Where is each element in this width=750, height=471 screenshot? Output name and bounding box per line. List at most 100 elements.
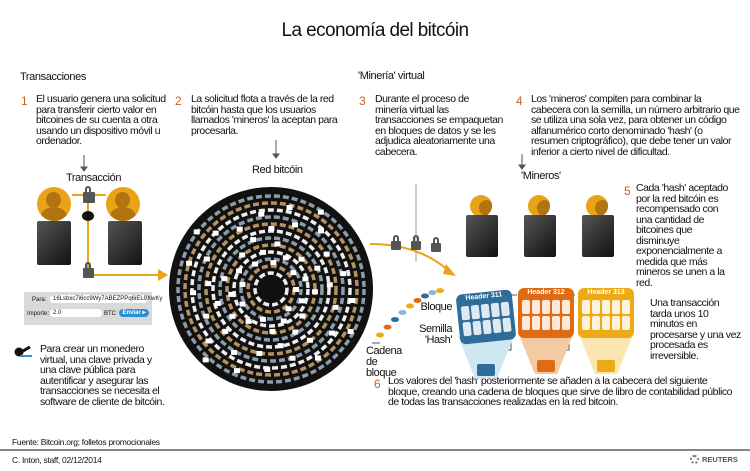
send-button[interactable]: Enviar ▸ — [119, 309, 149, 317]
lock-icon — [256, 350, 263, 356]
lock-icon — [202, 357, 209, 363]
lock-icon — [298, 298, 305, 304]
lock-icon — [280, 318, 287, 324]
lock-icon — [250, 237, 257, 243]
sender-avatar — [37, 187, 71, 221]
data-block: Header 312 — [518, 288, 574, 338]
keys-icon — [82, 211, 94, 221]
lock-icon — [222, 328, 229, 334]
data-block: Header 311 — [455, 289, 517, 345]
lock-icon — [274, 241, 281, 247]
network-ring — [190, 208, 352, 370]
bitcoin-network-graphic — [169, 187, 373, 391]
to-label: Para: — [32, 297, 47, 303]
lock-icon — [205, 281, 212, 287]
lock-icon — [233, 368, 240, 374]
lock-icon — [292, 222, 299, 228]
lock-icon — [323, 251, 330, 257]
page-title: La economía del bitcóin — [281, 20, 469, 41]
lock-icon — [236, 226, 243, 232]
lock-icon — [212, 230, 219, 236]
data-block: Header 313 — [578, 288, 634, 338]
miner-computer — [466, 215, 498, 257]
address-input[interactable]: 16Lsbxc7i6cc9Wy7ABEZPPq6iEL9XwKy — [50, 295, 162, 303]
network-ring — [225, 243, 317, 335]
lock-icon — [292, 329, 299, 335]
lock-icon — [326, 282, 333, 288]
lock-icon — [268, 226, 275, 232]
lock-icon — [332, 304, 339, 310]
unit-label: BTC — [104, 311, 116, 317]
step-number: 6 — [374, 377, 381, 391]
miner-avatar — [528, 195, 550, 217]
step-5-text: Cada 'hash' aceptado por la red bitcóin … — [636, 182, 728, 289]
block-header: Header 312 — [527, 289, 565, 296]
lock-icon — [317, 209, 324, 215]
step-number: 3 — [359, 94, 366, 108]
wallet-note: Para crear un monedero virtual, una clav… — [40, 343, 165, 408]
hash-box — [477, 364, 495, 376]
lock-icon — [306, 337, 313, 343]
chain-dot — [428, 290, 437, 296]
step-6-text: Los valores del 'hash' posteriormente se… — [388, 375, 733, 408]
lock-icon — [203, 313, 210, 319]
sender-computer — [37, 221, 71, 265]
recipient-avatar — [106, 187, 140, 221]
section-mining: 'Minería' virtual — [358, 70, 425, 82]
chain-dot — [398, 309, 407, 315]
step-number: 5 — [624, 184, 631, 198]
network-label: Red bitcóin — [252, 164, 303, 176]
reuters-logo: REUTERS — [690, 455, 738, 464]
lock-icon — [239, 252, 246, 258]
lock-icon — [349, 297, 356, 303]
step-number: 4 — [516, 94, 523, 108]
chain-dot — [406, 303, 414, 309]
step-number: 2 — [175, 94, 182, 108]
lock-icon — [193, 229, 200, 235]
seed-label: Semilla 'Hash' — [419, 323, 452, 346]
miner-avatar — [586, 195, 608, 217]
hash-box — [537, 360, 555, 372]
lock-icon — [83, 186, 95, 203]
miner-computer — [524, 215, 556, 257]
lock-icon — [286, 205, 293, 211]
lock-icon — [190, 290, 197, 296]
lock-icon — [214, 300, 221, 306]
lock-icon — [260, 249, 267, 255]
brand-name: REUTERS — [702, 455, 738, 464]
lock-icon — [252, 261, 259, 267]
recipient-computer — [108, 221, 142, 265]
lock-icon — [293, 287, 299, 292]
lock-icon — [282, 255, 289, 261]
lock-icon — [299, 313, 306, 319]
step-3-text: Durante el proceso de minería virtual la… — [375, 93, 503, 158]
miner-computer — [582, 215, 614, 257]
lock-icon — [318, 228, 325, 234]
source: Fuente: Bitcoin.org; folletos promociona… — [12, 437, 160, 447]
step-1-text: El usuario genera una solicitud para tra… — [36, 93, 166, 147]
network-ring — [183, 201, 359, 377]
network-ring — [176, 194, 366, 384]
arrow-icon — [158, 269, 168, 281]
network-ring — [218, 236, 324, 342]
lock-icon — [205, 338, 212, 344]
lock-icon — [83, 262, 94, 278]
lock-icon — [289, 355, 296, 361]
lock-icon — [314, 265, 321, 271]
lock-icon — [314, 355, 321, 361]
lock-icon — [235, 268, 242, 274]
lock-icon — [269, 328, 276, 334]
lock-icon — [285, 306, 292, 312]
network-ring — [204, 222, 338, 356]
amount-input[interactable]: 2.0 — [50, 309, 102, 317]
lock-icon — [230, 349, 237, 355]
lock-icon — [264, 366, 271, 372]
network-ring — [232, 250, 310, 328]
chain-dot — [436, 288, 444, 294]
time-note: Una transacción tarda unos 10 minutos en… — [650, 297, 741, 362]
amount-label: Importe: — [27, 311, 50, 317]
lock-icon — [186, 260, 193, 266]
lock-icon — [270, 260, 277, 266]
lock-icon — [221, 276, 228, 282]
send-form: Para: 16Lsbxc7i6cc9Wy7ABEZPPq6iEL9XwKy I… — [24, 292, 162, 325]
